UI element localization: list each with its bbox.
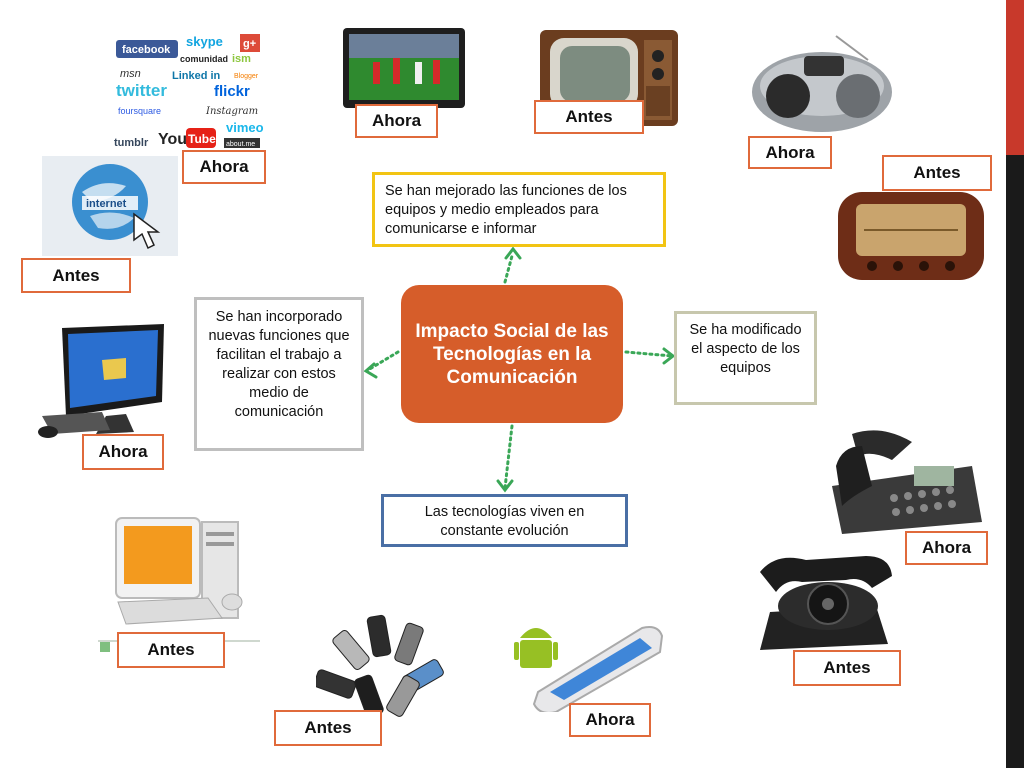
gplus-logo: g+: [243, 38, 256, 50]
tag-old-radio-antes: Antes: [882, 155, 992, 191]
tag-label: Ahora: [585, 710, 635, 729]
central-topic: Impacto Social de las Tecnologías en la …: [401, 285, 623, 423]
tag-label: Antes: [52, 265, 100, 285]
internet-globe-label: internet: [86, 198, 127, 210]
old-cellphones-image: [316, 614, 444, 718]
tag-label: Antes: [147, 640, 195, 659]
social-media-logos-image: facebook skype g+ comunidad ism msn Link…: [114, 34, 264, 149]
arrow-to-bottom: [503, 424, 514, 490]
foursquare-logo: foursquare: [118, 106, 161, 116]
comunidad-logo: comunidad: [180, 54, 228, 64]
tag-label: Ahora: [98, 442, 148, 461]
tag-rotary-phone-antes: Antes: [793, 650, 901, 686]
old-radio-image: [838, 192, 984, 280]
info-left-text: Se han incorporado nuevas funciones que …: [208, 309, 350, 420]
tag-modern-pc-ahora: Ahora: [82, 434, 164, 470]
info-bottom-text: Las tecnologías viven en constante evolu…: [424, 504, 585, 539]
info-right-text: Se ha modificado el aspecto de los equip…: [689, 322, 802, 376]
twitter-logo: twitter: [116, 81, 167, 100]
tag-label: Ahora: [371, 111, 422, 130]
cd-radio-image: [752, 35, 892, 132]
internet-globe-image: internet: [42, 156, 178, 256]
aboutme-logo: about.me: [226, 141, 255, 148]
info-box-right: Se ha modificado el aspecto de los equip…: [674, 311, 817, 405]
tag-social-ahora: Ahora: [182, 150, 266, 184]
info-box-bottom: Las tecnologías viven en constante evolu…: [381, 494, 628, 547]
arrowhead-right: [662, 347, 676, 365]
arrow-to-left: [366, 350, 400, 372]
info-box-left: Se han incorporado nuevas funciones que …: [194, 297, 364, 451]
tag-label: Antes: [565, 107, 613, 126]
info-box-top: Se han mejorado las funciones de los equ…: [372, 172, 666, 247]
rotary-phone-image: [760, 556, 892, 650]
youtube-you-logo: You: [158, 131, 187, 148]
facebook-logo: facebook: [122, 44, 171, 56]
tag-label: Ahora: [765, 142, 815, 162]
tag-cd-radio-ahora: Ahora: [748, 136, 832, 169]
tag-smartphone-ahora: Ahora: [569, 703, 651, 737]
arrow-to-right: [624, 350, 674, 358]
vimeo-logo: vimeo: [226, 120, 264, 135]
msn-logo: msn: [120, 68, 141, 80]
tag-label: Antes: [304, 718, 352, 737]
tag-label: Ahora: [921, 538, 972, 557]
modern-desk-phone-image: [832, 430, 982, 534]
tag-old-pc-antes: Antes: [117, 632, 225, 668]
skype-logo: skype: [186, 34, 223, 49]
arrowhead-top: [504, 246, 522, 260]
tag-label: Antes: [823, 658, 871, 677]
flat-tv-image: [343, 28, 465, 114]
arrowhead-bottom: [496, 479, 514, 493]
old-pc-image: [98, 517, 260, 652]
central-topic-title: Impacto Social de las Tecnologías en la …: [415, 320, 609, 388]
tag-modern-phone-ahora: Ahora: [905, 531, 988, 565]
arrow-to-top: [503, 254, 514, 284]
arrowhead-left: [363, 362, 378, 379]
ism-logo: ism: [232, 53, 251, 65]
info-top-text: Se han mejorado las funciones de los equ…: [385, 183, 627, 237]
flickr-logo: flickr: [214, 83, 250, 100]
tag-cellphones-antes: Antes: [274, 710, 382, 746]
modern-pc-image: [38, 324, 164, 438]
tag-label: Antes: [913, 163, 961, 182]
linkedin-logo: Linked in: [172, 70, 221, 82]
tag-internet-antes: Antes: [21, 258, 131, 293]
slide-edge-dark-bar: [1006, 155, 1024, 768]
tag-flat-tv-ahora: Ahora: [355, 104, 438, 138]
tumblr-logo: tumblr: [114, 137, 149, 149]
youtube-tube-logo: Tube: [188, 132, 216, 146]
tag-label: Ahora: [199, 157, 249, 176]
instagram-logo: Instagram: [205, 106, 258, 117]
smartphone-image: [514, 626, 664, 712]
tag-old-tv-antes: Antes: [534, 100, 644, 134]
blogger-logo: Blogger: [234, 73, 259, 80]
